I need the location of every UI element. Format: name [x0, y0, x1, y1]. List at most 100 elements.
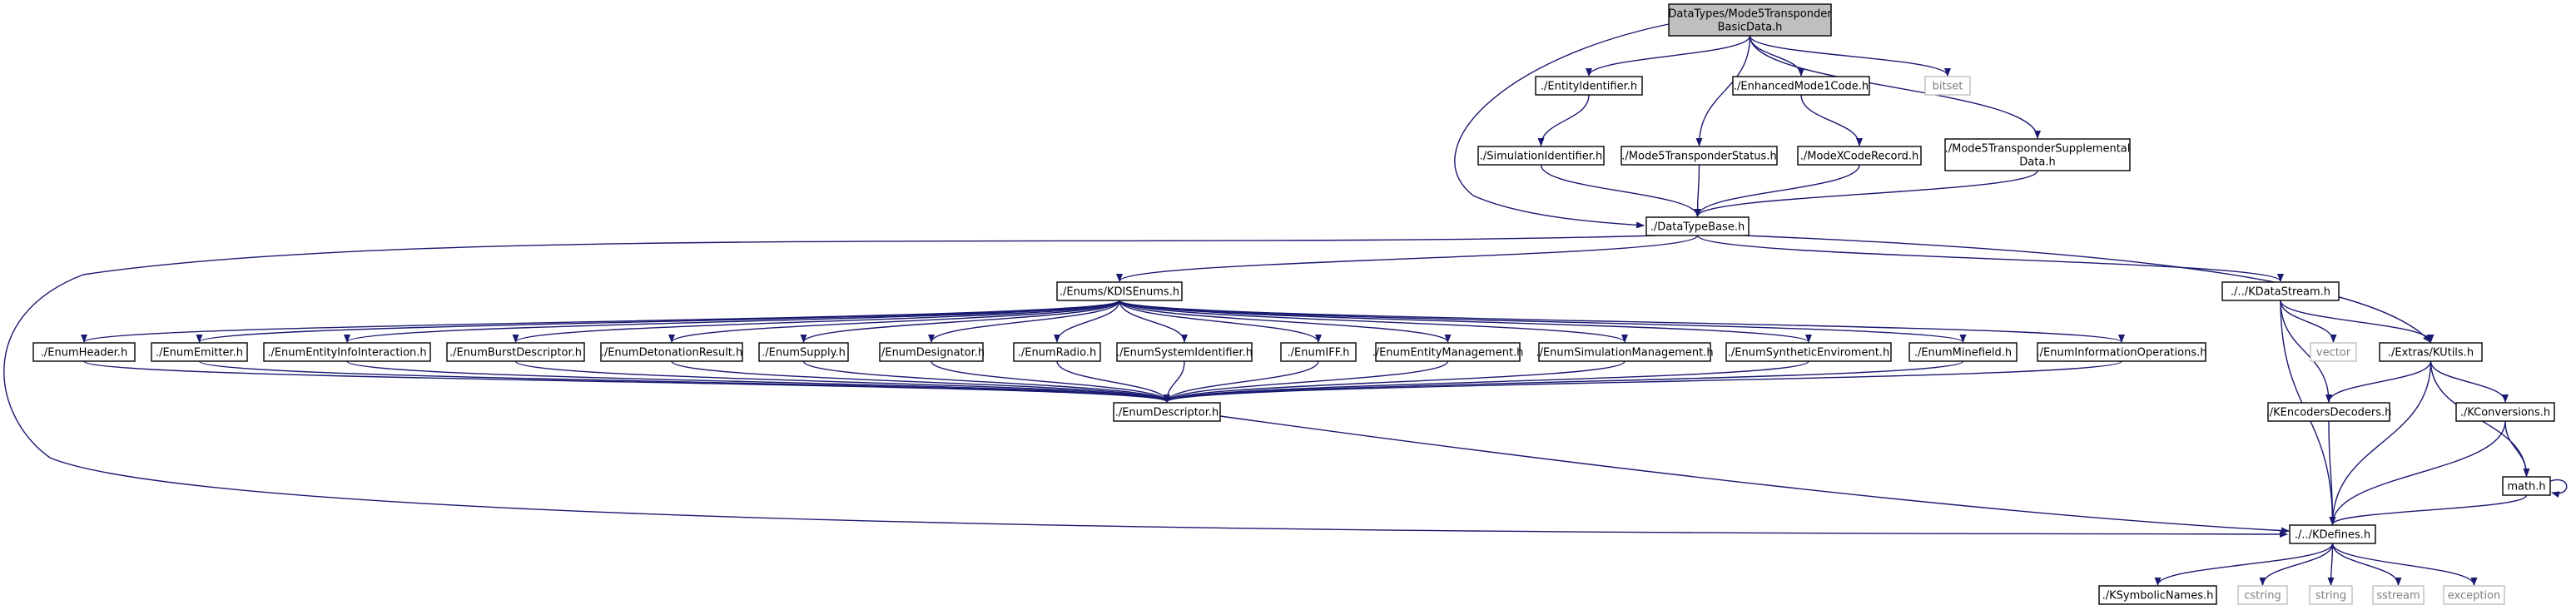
node-modexcode[interactable]: ./ModeXCodeRecord.h: [1797, 146, 1922, 166]
node-label: ./SimulationIdentifier.h: [1480, 151, 1603, 163]
edge-path: [3, 235, 2288, 538]
edge-path: [83, 360, 1170, 403]
node-vector: vector: [2310, 342, 2357, 362]
edge-path: [1695, 35, 1751, 146]
node-box: [1477, 146, 1605, 166]
edge-kdefines-to-sstream: [2331, 543, 2402, 586]
node-kencdec[interactable]: ./KEncodersDecoders.h: [2266, 402, 2392, 422]
edge-path: [1119, 300, 1628, 343]
node-enumsimmgmt[interactable]: ./EnumSimulationManagement.h: [1536, 342, 1714, 362]
node-box: [1113, 402, 1221, 422]
edge-path: [928, 300, 1120, 343]
node-label: ./EnumRadio.h: [1018, 347, 1097, 360]
node-label: vector: [2316, 347, 2351, 360]
edge-path: [1800, 94, 1863, 146]
edge-path: [802, 360, 1170, 403]
node-enumentityinfo[interactable]: ./EnumEntityInfoInteraction.h: [263, 342, 431, 362]
node-enhmode1[interactable]: ./EnhancedMode1Code.h: [1732, 76, 1870, 96]
node-label: ./Mode5TransponderStatus.h: [1621, 151, 1776, 163]
node-label: cstring: [2244, 590, 2281, 603]
node-enumiff[interactable]: ./EnumIFF.h: [1280, 342, 1357, 362]
edge-path: [671, 360, 1170, 403]
edge-enumiff-to-enumdesc: [1164, 360, 1319, 403]
node-label: ./EnhancedMode1Code.h: [1734, 81, 1869, 93]
node-kutils[interactable]: ./Extras/KUtils.h: [2379, 342, 2483, 362]
node-label: exception: [2448, 590, 2501, 603]
edge-dtbase-to-kdefines: [3, 235, 2288, 538]
edge-simid-to-dtbase: [1540, 164, 1701, 217]
node-enumdesignator[interactable]: ./EnumDesignator.h: [878, 342, 985, 362]
edge-path: [1696, 235, 2284, 282]
edge-kdatastream-to-kutils: [2280, 300, 2435, 343]
node-enumentitymgmt[interactable]: ./EnumEntityManagement.h: [1372, 342, 1524, 362]
edge-path: [2328, 420, 2336, 525]
edge-enumradio-to-enumdesc: [1056, 360, 1170, 403]
edge-path: [2549, 479, 2568, 498]
node-box: [1621, 146, 1778, 166]
node-enumdesc[interactable]: ./EnumDescriptor.h: [1113, 402, 1221, 422]
edge-path: [1743, 235, 2431, 343]
node-enumsupply[interactable]: ./EnumSupply.h: [758, 342, 849, 362]
node-enumheader[interactable]: ./EnumHeader.h: [32, 342, 136, 362]
edge-path: [1694, 170, 2038, 217]
node-box: [2237, 585, 2288, 605]
edge-path: [2331, 543, 2478, 586]
edge-kutils-to-kencdec: [2325, 360, 2432, 403]
node-enuminfoops[interactable]: ./EnumInformationOperations.h: [2037, 342, 2207, 362]
node-label: ./ModeXCodeRecord.h: [1800, 151, 1918, 163]
edge-kdisenums-to-enumsupply: [800, 300, 1120, 343]
edge-kdefines-to-ksymbolic: [2154, 543, 2334, 586]
edge-path: [1116, 235, 1699, 282]
edge-kconv-to-kdefines: [2329, 420, 2506, 525]
edge-path: [2331, 543, 2402, 586]
edge-entityid-to-simid: [1537, 94, 1590, 146]
node-enumsysid[interactable]: ./EnumSystemIdentifier.h: [1116, 342, 1253, 362]
edge-path: [1056, 360, 1170, 403]
node-enumemitter[interactable]: ./EnumEmitter.h: [151, 342, 248, 362]
edge-path: [2259, 543, 2334, 586]
node-enumradio[interactable]: ./EnumRadio.h: [1013, 342, 1101, 362]
node-box: [2379, 342, 2483, 362]
node-kdefines[interactable]: ./../KDefines.h: [2289, 524, 2376, 544]
node-kdatastream[interactable]: ./../KDataStream.h: [2221, 281, 2340, 301]
node-box: [2310, 342, 2357, 362]
node-enumburst[interactable]: ./EnumBurstDescriptor.h: [446, 342, 585, 362]
node-enumsynth[interactable]: ./EnumSyntheticEnviroment.h: [1725, 342, 1892, 362]
node-kconv[interactable]: ./KConversions.h: [2455, 402, 2555, 422]
edge-path: [1119, 300, 2125, 343]
edge-path: [2280, 300, 2435, 343]
node-label: ./DataTypeBase.h: [1650, 221, 1745, 234]
node-ksymbolic[interactable]: ./KSymbolicNames.h: [2098, 585, 2217, 605]
node-box: [1668, 3, 1832, 37]
node-enumdetonation[interactable]: ./EnumDetonationResult.h: [600, 342, 743, 362]
edge-path: [1164, 360, 1964, 403]
node-dtbase[interactable]: ./DataTypeBase.h: [1645, 216, 1750, 236]
node-kdisenums[interactable]: ./Enums/KDISEnums.h: [1056, 281, 1183, 301]
edge-path: [1537, 94, 1590, 146]
node-math[interactable]: math.h: [2502, 476, 2551, 496]
node-simid[interactable]: ./SimulationIdentifier.h: [1477, 146, 1605, 166]
edge-path: [1164, 360, 1449, 403]
edge-root-to-entityid: [1586, 35, 1751, 77]
edge-enumentityinfo-to-enumdesc: [346, 360, 1170, 403]
edge-path: [1119, 300, 1188, 343]
edge-mode5status-to-dtbase: [1694, 164, 1701, 217]
node-entityid[interactable]: ./EntityIdentifier.h: [1535, 76, 1643, 96]
edge-enumemitter-to-enumdesc: [198, 360, 1170, 403]
edge-enumburst-to-enumdesc: [514, 360, 1170, 403]
node-mode5status[interactable]: ./Mode5TransponderStatus.h: [1621, 146, 1778, 166]
node-box: [2309, 585, 2353, 605]
edge-modexcode-to-dtbase: [1694, 164, 1860, 217]
node-box: [1645, 216, 1750, 236]
edge-path: [1164, 360, 2122, 403]
edge-path: [2280, 300, 2332, 403]
node-enumminefield[interactable]: ./EnumMinefield.h: [1908, 342, 2018, 362]
node-box: [151, 342, 248, 362]
edge-enumdesignator-to-enumdesc: [931, 360, 1170, 403]
node-box: [1013, 342, 1101, 362]
node-label: ./EnumDesignator.h: [878, 347, 985, 360]
node-label: Data.h: [2019, 156, 2055, 169]
